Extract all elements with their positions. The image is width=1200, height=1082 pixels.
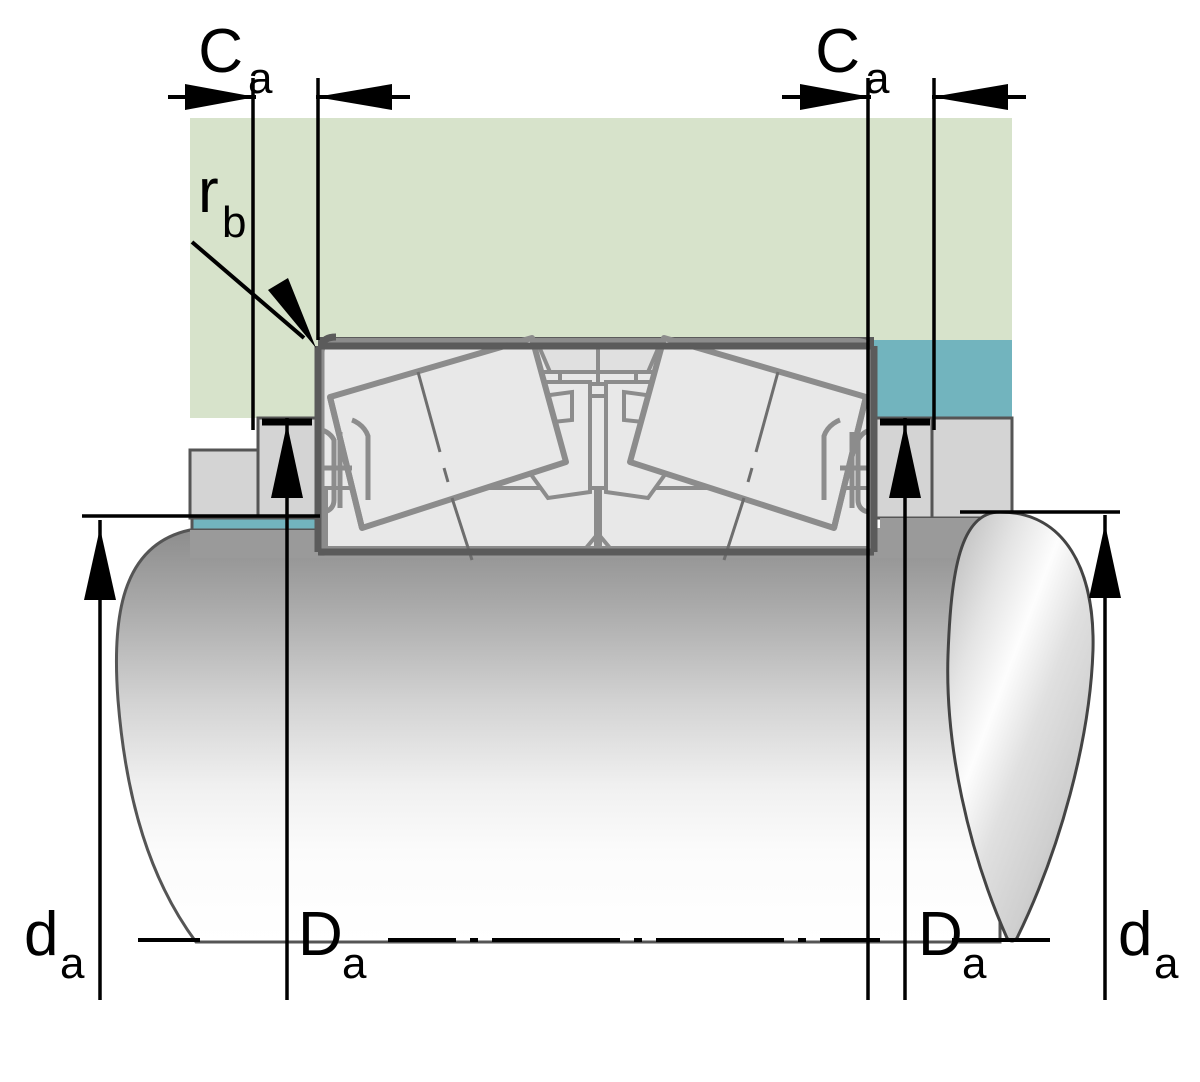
label-rb: r b	[198, 157, 246, 247]
housing-block	[190, 118, 1012, 418]
label-da-right-base: d	[1118, 900, 1152, 969]
label-da-right: d a	[1118, 900, 1179, 988]
housing-step-left	[188, 416, 322, 520]
label-ca-right: C a	[815, 17, 890, 103]
label-da-left-base: d	[24, 900, 58, 969]
label-Da-right: D a	[918, 900, 987, 988]
housing-abutment-face-right	[872, 340, 1012, 418]
label-Da-left: D a	[298, 900, 367, 988]
dimension-arrowheads-vertical	[84, 424, 1121, 600]
bearing-assembly	[314, 333, 878, 561]
tapered-roller-right	[627, 335, 869, 561]
dimension-leader-rb	[190, 240, 316, 348]
dimension-arrow-ca-right	[782, 84, 1026, 110]
bearing-outline	[314, 342, 878, 556]
label-Da-right-sub: a	[962, 939, 987, 988]
label-rb-sub: b	[222, 198, 246, 247]
label-Da-left-sub: a	[342, 939, 367, 988]
label-ca-right-sub: a	[865, 54, 890, 103]
label-ca-left-base: C	[198, 17, 243, 86]
label-ca-left-sub: a	[248, 54, 273, 103]
label-da-left: d a	[24, 900, 85, 988]
label-da-left-sub: a	[60, 939, 85, 988]
dimension-arrow-ca-left	[168, 84, 410, 110]
tapered-roller-left	[327, 335, 569, 561]
label-ca-right-base: C	[815, 17, 860, 86]
label-Da-left-base: D	[298, 900, 343, 969]
label-Da-right-base: D	[918, 900, 963, 969]
label-ca-left: C a	[198, 17, 273, 103]
label-da-right-sub: a	[1154, 939, 1179, 988]
label-rb-base: r	[198, 157, 219, 226]
bearing-rib-left	[321, 417, 371, 515]
housing-step-right	[870, 416, 1014, 520]
witness-lines	[82, 510, 1120, 518]
